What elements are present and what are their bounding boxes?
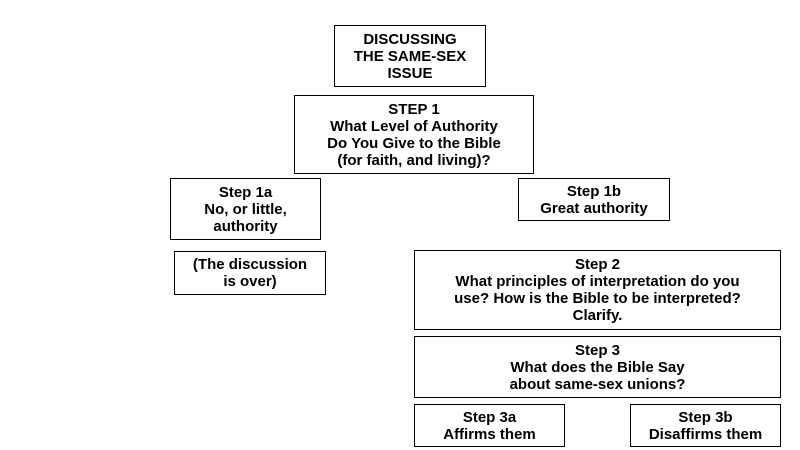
step1b-box: Step 1b Great authority — [518, 178, 670, 221]
title-line-1: DISCUSSING — [363, 30, 457, 48]
step1-box: STEP 1 What Level of Authority Do You Gi… — [294, 95, 534, 174]
step1-line-3: Do You Give to the Bible — [327, 134, 501, 152]
step3a-box: Step 3a Affirms them — [414, 404, 565, 447]
step1a-line-3: authority — [213, 217, 278, 235]
title-line-3: ISSUE — [387, 64, 433, 82]
step1b-heading: Step 1b — [566, 182, 622, 200]
step1a-line-2: No, or little, — [204, 200, 287, 218]
step1b-line-2: Great authority — [540, 199, 648, 217]
step2-line-2: What principles of interpretation do you — [455, 273, 740, 290]
step3b-heading: Step 3b — [678, 408, 733, 426]
step1-heading: STEP 1 — [388, 100, 440, 118]
discussion-over-line-2: is over) — [223, 273, 277, 290]
step1a-heading: Step 1a — [218, 183, 273, 201]
step2-line-4: Clarify. — [572, 307, 623, 324]
step3a-heading: Step 3a — [462, 408, 517, 426]
step3-line-2: What does the Bible Say — [510, 358, 685, 376]
step3b-line-2: Disaffirms them — [648, 425, 763, 443]
discussion-over-box: (The discussion is over) — [174, 251, 326, 295]
step3a-line-2: Affirms them — [443, 425, 536, 443]
step1-line-4: (for faith, and living)? — [337, 151, 491, 169]
step3b-box: Step 3b Disaffirms them — [630, 404, 781, 447]
step1-line-2: What Level of Authority — [330, 117, 498, 135]
title-box: DISCUSSING THE SAME-SEX ISSUE — [334, 25, 486, 87]
step3-heading: Step 3 — [574, 341, 620, 359]
step2-box: Step 2 What principles of interpretation… — [414, 250, 781, 330]
step2-heading: Step 2 — [574, 256, 620, 273]
step2-line-3: use? How is the Bible to be interpreted? — [454, 290, 741, 307]
step3-box: Step 3 What does the Bible Say about sam… — [414, 336, 781, 398]
title-line-2: THE SAME-SEX — [353, 47, 467, 65]
step1a-box: Step 1a No, or little, authority — [170, 178, 321, 240]
step3-line-3: about same-sex unions? — [509, 375, 686, 393]
discussion-over-line-1: (The discussion — [192, 256, 308, 273]
